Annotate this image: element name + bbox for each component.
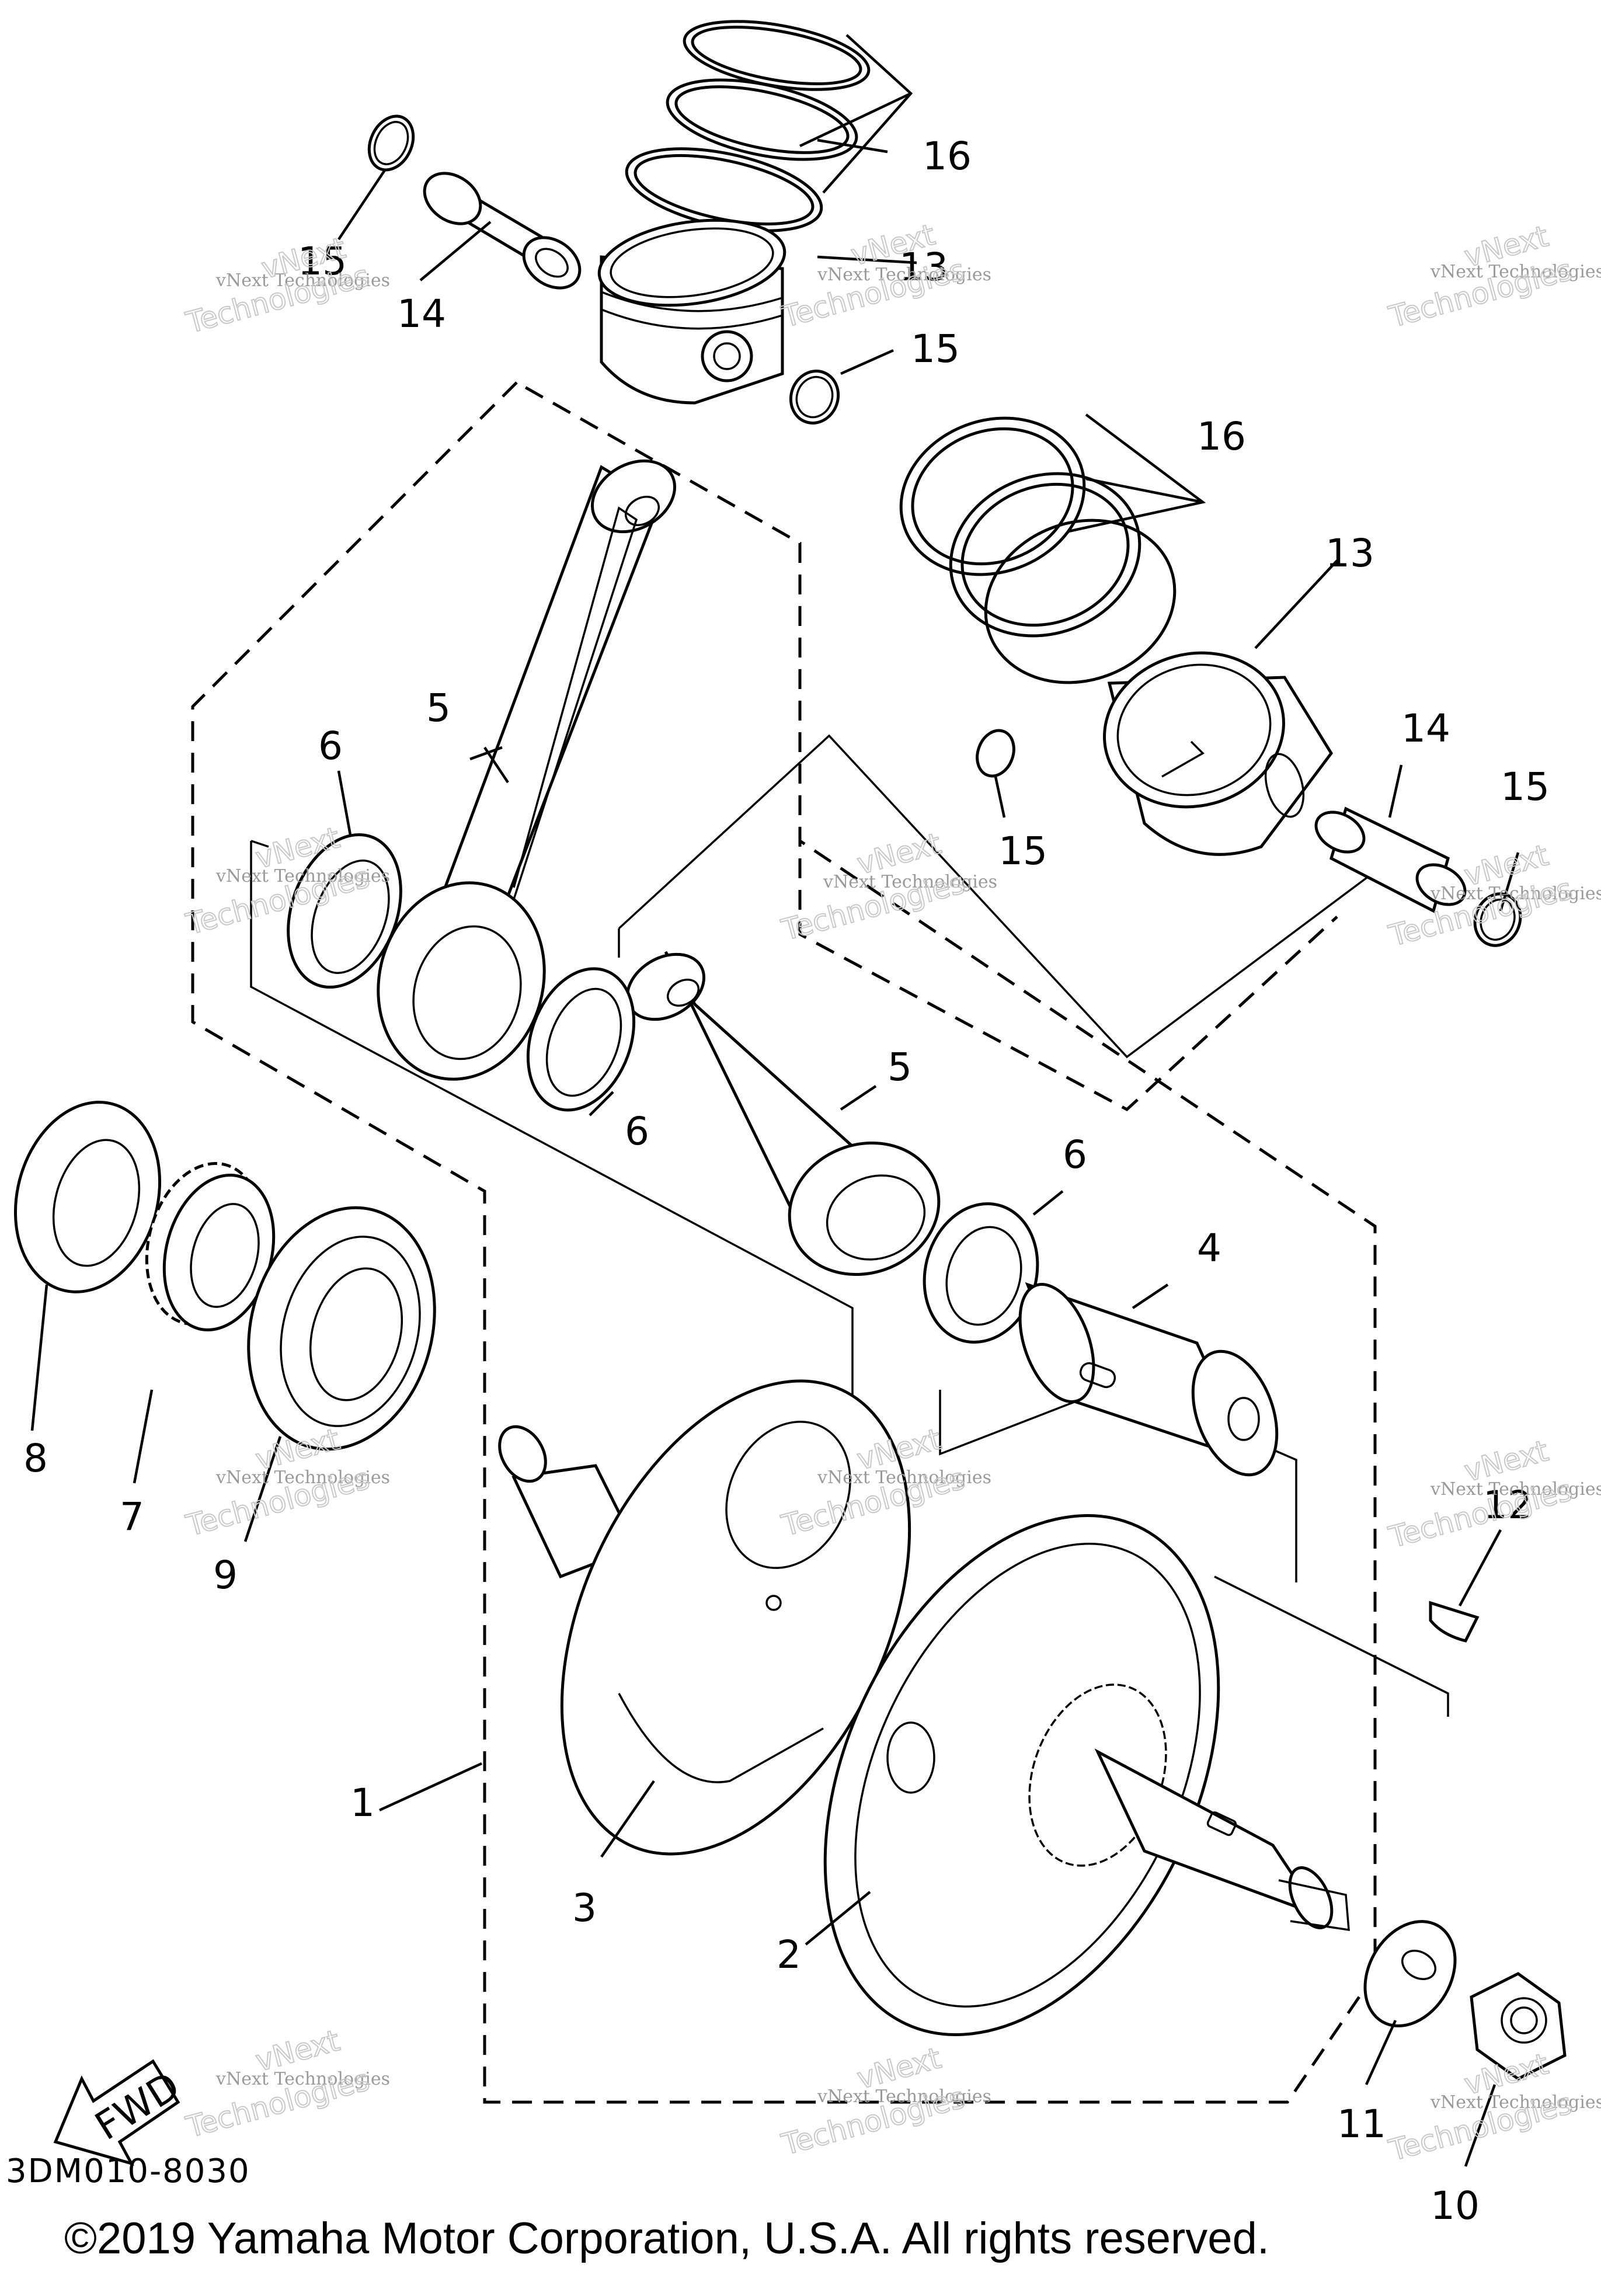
callout-13-upper: 13 [899, 245, 948, 290]
callout-2: 2 [777, 1932, 801, 1977]
thrust-washer-upper-left [287, 833, 402, 989]
oil-seal [13, 1101, 162, 1293]
washer [1363, 1920, 1457, 2027]
callout-5-lower: 5 [887, 1045, 912, 1090]
assembly-outline-right-piston [798, 543, 1338, 1112]
svg-text:vNext Technologies: vNext Technologies [215, 1467, 390, 1488]
circlip-upper-right [789, 370, 840, 425]
crankshaft-left-half [498, 1379, 911, 1856]
woodruff-key [1429, 1601, 1480, 1643]
callout-9: 9 [213, 1553, 238, 1598]
callout-numbers: 1 2 3 4 5 5 6 6 6 7 8 9 10 11 12 13 13 1… [23, 134, 1550, 2228]
callout-11: 11 [1337, 2102, 1386, 2147]
watermark-1: vNext Technologies vNext Technologies [182, 230, 390, 340]
main-bearing [247, 1206, 436, 1451]
callout-8: 8 [23, 1436, 48, 1481]
svg-text:vNext Technologies: vNext Technologies [1430, 1479, 1601, 1500]
svg-text:vNext Technologies: vNext Technologies [817, 1467, 991, 1488]
callout-4: 4 [1197, 1226, 1221, 1271]
callout-6-middle: 6 [625, 1109, 649, 1154]
watermark-12: vNext Technologies vNext Technologies [1384, 2046, 1601, 2168]
svg-text:vNext Technologies: vNext Technologies [823, 872, 997, 892]
drawing-code: 3DM010-8030 [6, 2152, 250, 2190]
callout-14-upper: 14 [397, 291, 446, 336]
svg-text:vNext Technologies: vNext Technologies [817, 265, 991, 285]
connecting-rod-upper [377, 459, 677, 1081]
callout-15-upper-left: 15 [298, 239, 347, 284]
callout-6-upper: 6 [318, 723, 343, 768]
piston-upper [597, 218, 786, 405]
watermark-10: vNext Technologies vNext Technologies [182, 2023, 390, 2145]
callout-12: 12 [1483, 1483, 1532, 1528]
circlip-right-left [976, 729, 1015, 778]
watermark-5: vNext Technologies vNext Technologies [777, 826, 997, 948]
svg-text:vNext Technologies: vNext Technologies [215, 866, 390, 886]
piston-right [1103, 651, 1334, 856]
crank-pin [1018, 1282, 1279, 1477]
drive-gear [145, 1162, 276, 1331]
callout-13-right: 13 [1325, 531, 1374, 576]
piston-ring-set-upper [625, 20, 871, 232]
crankshaft-right-half [823, 1514, 1350, 2036]
svg-text:vNext Technologies: vNext Technologies [1430, 883, 1601, 904]
callout-3: 3 [572, 1885, 597, 1930]
callout-14-right: 14 [1401, 706, 1450, 751]
circlip-upper-left [367, 114, 415, 172]
piston-pin-upper [423, 172, 582, 290]
connecting-rod-lower [625, 951, 941, 1276]
callout-6-lower: 6 [1063, 1132, 1087, 1177]
svg-text:vNext Technologies: vNext Technologies [215, 2069, 390, 2089]
callout-1: 1 [350, 1780, 375, 1825]
fwd-arrow-icon: FWD [53, 2059, 187, 2166]
callout-15-upper-right: 15 [911, 326, 960, 371]
watermark-9: vNext Technologies vNext Technologies [1384, 1433, 1601, 1555]
thrust-washer-lower-right [923, 1202, 1039, 1344]
svg-text:vNext Technologies: vNext Technologies [215, 270, 390, 291]
callout-16-upper: 16 [923, 134, 972, 179]
callout-16-right: 16 [1197, 414, 1246, 459]
svg-text:vNext Technologies: vNext Technologies [1430, 262, 1601, 282]
callout-7: 7 [120, 1494, 144, 1539]
callout-15-right-right: 15 [1501, 764, 1550, 809]
leader-lines [30, 34, 1520, 2167]
callout-10: 10 [1431, 2183, 1480, 2228]
piston-pin-right [1314, 806, 1467, 913]
callout-5-upper: 5 [426, 686, 451, 730]
thrust-washer-middle [526, 967, 636, 1112]
callout-15-right-left: 15 [998, 829, 1047, 874]
piston-ring-set-right [899, 416, 1177, 684]
svg-text:vNext Technologies: vNext Technologies [1430, 2092, 1601, 2113]
copyright-notice: ©2019 Yamaha Motor Corporation, U.S.A. A… [64, 2214, 1269, 2263]
watermark-2: vNext Technologies vNext Technologies [777, 217, 991, 335]
hex-nut [1470, 1972, 1567, 2081]
watermark-3: vNext Technologies vNext Technologies [1384, 218, 1601, 335]
svg-text:vNext Technologies: vNext Technologies [817, 2086, 991, 2107]
